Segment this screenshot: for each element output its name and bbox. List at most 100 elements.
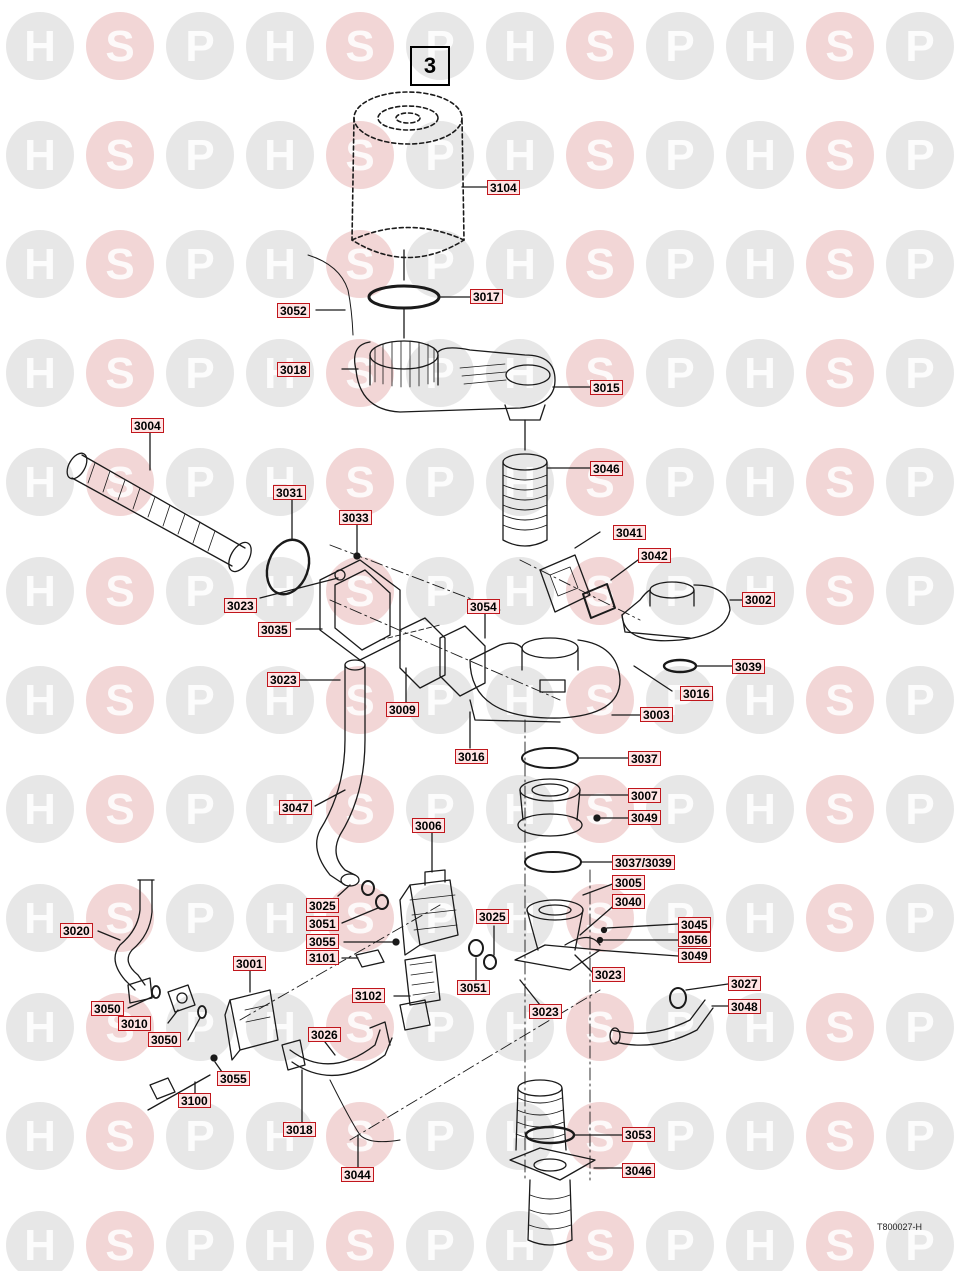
watermark-letter: P (665, 131, 694, 180)
watermark-badge: S (806, 1102, 874, 1170)
service-valve-part (167, 984, 196, 1013)
part-label[interactable]: 3044 (341, 1167, 374, 1182)
part-label[interactable]: 3033 (339, 510, 372, 525)
part-label[interactable]: 3023 (267, 672, 300, 687)
part-label[interactable]: 3037 (628, 751, 661, 766)
leader-line (324, 1041, 336, 1056)
part-label[interactable]: 3040 (612, 894, 645, 909)
part-label[interactable]: 3051 (306, 916, 339, 931)
leader-line (519, 979, 541, 1006)
part-label[interactable]: 3018 (283, 1122, 316, 1137)
watermark-badge: S (566, 775, 634, 843)
part-label[interactable]: 3005 (612, 875, 645, 890)
watermark-letter: P (425, 458, 454, 507)
part-label[interactable]: 3050 (91, 1001, 124, 1016)
watermark-letter: P (425, 567, 454, 616)
watermark-badge: S (566, 12, 634, 80)
part-label[interactable]: 3025 (306, 898, 339, 913)
leader-line (214, 1061, 223, 1073)
part-label[interactable]: 3047 (279, 800, 312, 815)
part-label[interactable]: 3050 (148, 1032, 181, 1047)
part-label[interactable]: 3023 (592, 967, 625, 982)
part-label[interactable]: 3016 (455, 749, 488, 764)
part-label[interactable]: 3056 (678, 932, 711, 947)
part-label[interactable]: 3020 (60, 923, 93, 938)
part-label[interactable]: 3052 (277, 303, 310, 318)
part-label[interactable]: 3102 (352, 988, 385, 1003)
watermark-letter: S (825, 131, 854, 180)
part-label[interactable]: 3023 (529, 1004, 562, 1019)
watermark-letter: P (665, 567, 694, 616)
watermark-badge: P (406, 1102, 474, 1170)
part-label[interactable]: 3049 (678, 948, 711, 963)
part-label[interactable]: 3002 (742, 592, 775, 607)
watermark-badge: P (646, 339, 714, 407)
part-label[interactable]: 3046 (590, 461, 623, 476)
part-label[interactable]: 3027 (728, 976, 761, 991)
watermark-badge: P (646, 775, 714, 843)
o-ring-part (662, 658, 698, 674)
watermark-letter: H (24, 1221, 56, 1270)
watermark-badge: S (86, 1211, 154, 1271)
part-label[interactable]: 3035 (258, 622, 291, 637)
part-label[interactable]: 3049 (628, 810, 661, 825)
part-label[interactable]: 3051 (457, 980, 490, 995)
part-label[interactable]: 3010 (118, 1016, 151, 1031)
part-label[interactable]: 3015 (590, 380, 623, 395)
watermark-badge: S (86, 557, 154, 625)
mounting-plate-part (539, 554, 591, 613)
leader-line (685, 983, 729, 991)
part-label[interactable]: 3006 (412, 818, 445, 833)
part-label[interactable]: 3101 (306, 950, 339, 965)
part-label[interactable]: 3055 (217, 1071, 250, 1086)
watermark-letter: P (665, 1221, 694, 1270)
watermark-badge: P (646, 12, 714, 80)
part-label[interactable]: 3039 (732, 659, 765, 674)
watermark-badge: H (726, 12, 794, 80)
screw-part (600, 926, 608, 934)
o-ring-part (367, 284, 441, 310)
watermark-letter: P (665, 1112, 694, 1161)
watermark-badge: H (726, 666, 794, 734)
part-label[interactable]: 3026 (308, 1027, 341, 1042)
watermark-badge: S (806, 230, 874, 298)
part-label[interactable]: 3054 (467, 599, 500, 614)
part-label[interactable]: 3045 (678, 917, 711, 932)
part-label[interactable]: 3007 (628, 788, 661, 803)
part-label[interactable]: 3009 (386, 702, 419, 717)
watermark-letter: P (905, 567, 934, 616)
watermark-badge: S (806, 12, 874, 80)
part-label[interactable]: 3017 (470, 289, 503, 304)
watermark-letter: P (905, 1003, 934, 1052)
part-label[interactable]: 3001 (233, 956, 266, 971)
watermark-letter: S (585, 1221, 614, 1270)
part-label[interactable]: 3100 (178, 1093, 211, 1108)
watermark-letter: H (264, 1221, 296, 1270)
watermark-badge: P (406, 121, 474, 189)
part-label[interactable]: 3104 (487, 180, 520, 195)
part-label[interactable]: 3055 (306, 934, 339, 949)
part-label[interactable]: 3025 (476, 909, 509, 924)
part-label[interactable]: 3031 (273, 485, 306, 500)
part-label[interactable]: 3023 (224, 598, 257, 613)
part-label[interactable]: 3016 (680, 686, 713, 701)
part-label[interactable]: 3048 (728, 999, 761, 1014)
watermark-letter: H (264, 894, 296, 943)
part-label[interactable]: 3018 (277, 362, 310, 377)
part-label[interactable]: 3003 (640, 707, 673, 722)
part-label[interactable]: 3037/3039 (612, 855, 675, 870)
part-label[interactable]: 3041 (613, 525, 646, 540)
seal-part (669, 987, 687, 1009)
watermark-letter: P (905, 240, 934, 289)
leader-line (167, 1009, 179, 1024)
watermark-letter: S (825, 1112, 854, 1161)
watermark-badge: S (326, 1102, 394, 1170)
part-label[interactable]: 3004 (131, 418, 164, 433)
part-label[interactable]: 3042 (638, 548, 671, 563)
part-label[interactable]: 3053 (622, 1127, 655, 1142)
leader-line (606, 923, 679, 929)
watermark-letter: H (24, 131, 56, 180)
watermark-letter: H (744, 676, 776, 725)
part-label[interactable]: 3046 (622, 1163, 655, 1178)
watermark-letter: P (665, 22, 694, 71)
